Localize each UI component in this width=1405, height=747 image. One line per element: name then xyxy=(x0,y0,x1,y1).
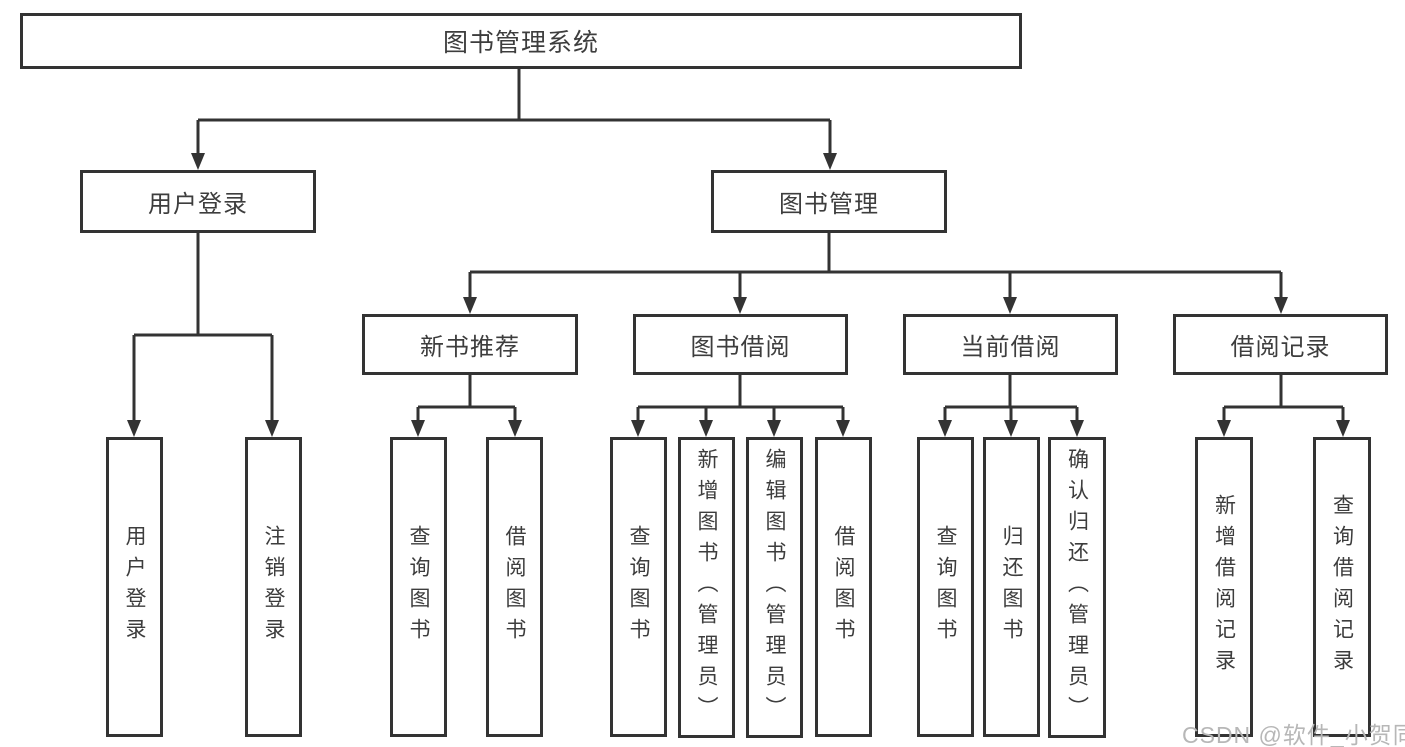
leaf-query-books-current: 查询图书 xyxy=(917,437,974,737)
arrowhead xyxy=(938,420,952,437)
watermark: CSDN @软件_小贺同学 xyxy=(1182,722,1405,747)
leaf-query-books-borrowing: 查询图书 xyxy=(610,437,667,737)
arrowhead xyxy=(733,297,747,314)
arrowhead xyxy=(823,153,837,170)
arrowhead xyxy=(1003,297,1017,314)
node-label: 查询借阅记录 xyxy=(1330,494,1354,680)
node-book-borrowing: 图书借阅 xyxy=(633,314,848,375)
arrowhead xyxy=(1274,297,1288,314)
arrowhead xyxy=(1217,420,1231,437)
leaf-borrow-books-borrowing: 借阅图书 xyxy=(815,437,872,737)
node-borrowing-records: 借阅记录 xyxy=(1173,314,1388,375)
arrowhead xyxy=(127,420,141,437)
node-library-management-system: 图书管理系统 xyxy=(20,13,1022,69)
arrowhead xyxy=(1070,420,1084,437)
connector-path xyxy=(132,69,1345,423)
node-label: 确认归还（管理员） xyxy=(1065,448,1089,727)
node-label: 借阅图书 xyxy=(503,525,526,649)
arrowhead xyxy=(508,420,522,437)
node-label: 用户登录 xyxy=(123,525,146,649)
node-new-book-recommendation: 新书推荐 xyxy=(362,314,578,375)
node-label: 借阅图书 xyxy=(832,525,855,649)
leaf-add-borrow-record: 新增借阅记录 xyxy=(1195,437,1253,737)
node-label: 新书推荐 xyxy=(420,334,520,361)
node-label: 借阅记录 xyxy=(1230,334,1331,361)
arrowhead xyxy=(767,420,781,437)
arrowhead xyxy=(265,420,279,437)
node-user-login: 用户登录 xyxy=(80,170,316,233)
node-label: 图书管理 xyxy=(779,191,879,218)
leaf-confirm-return-admin: 确认归还（管理员） xyxy=(1048,437,1106,738)
node-label: 归还图书 xyxy=(1000,525,1023,649)
leaf-edit-book-admin: 编辑图书（管理员） xyxy=(746,437,803,738)
arrowhead xyxy=(463,297,477,314)
arrowhead xyxy=(1004,420,1018,437)
node-label: 图书管理系统 xyxy=(442,29,599,57)
node-label: 用户登录 xyxy=(148,191,248,218)
arrowhead xyxy=(699,420,713,437)
arrowhead xyxy=(191,153,205,170)
arrowhead xyxy=(631,420,645,437)
leaf-return-books: 归还图书 xyxy=(983,437,1040,737)
leaf-logout: 注销登录 xyxy=(245,437,302,737)
leaf-borrow-books-recommendation: 借阅图书 xyxy=(486,437,543,737)
node-label: 新增图书（管理员） xyxy=(695,448,718,727)
node-book-management: 图书管理 xyxy=(711,170,947,233)
node-label: 注销登录 xyxy=(262,525,285,649)
node-current-borrowing: 当前借阅 xyxy=(903,314,1118,375)
leaf-add-book-admin: 新增图书（管理员） xyxy=(678,437,735,738)
arrowhead xyxy=(836,420,850,437)
node-label: 查询图书 xyxy=(627,525,650,649)
leaf-query-books-recommendation: 查询图书 xyxy=(390,437,447,737)
node-label: 编辑图书（管理员） xyxy=(763,448,786,727)
arrowheads xyxy=(127,153,1350,437)
node-label: 新增借阅记录 xyxy=(1212,494,1236,680)
node-label: 查询图书 xyxy=(934,525,957,649)
node-label: 查询图书 xyxy=(407,525,430,649)
arrowhead xyxy=(1336,420,1350,437)
node-label: 图书借阅 xyxy=(690,334,791,361)
leaf-user-login: 用户登录 xyxy=(106,437,163,737)
arrowhead xyxy=(411,420,425,437)
leaf-query-borrow-record: 查询借阅记录 xyxy=(1313,437,1371,737)
node-label: 当前借阅 xyxy=(960,334,1061,361)
